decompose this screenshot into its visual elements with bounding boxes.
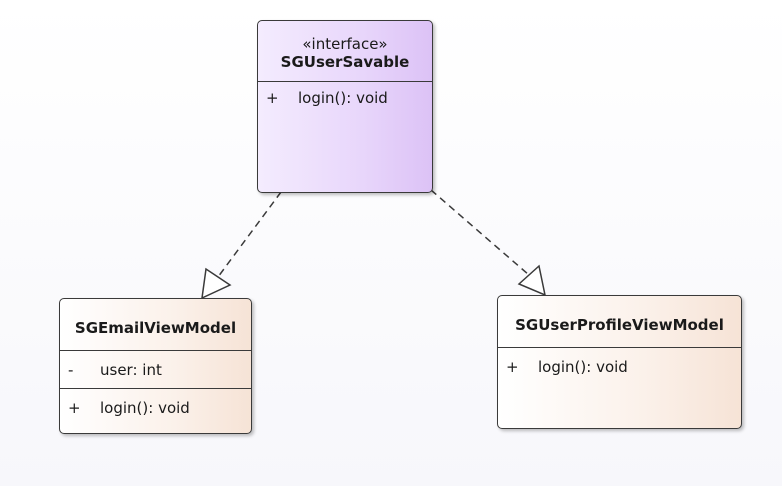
class-header: SGUserProfileViewModel <box>498 296 741 348</box>
operation-signature: login(): void <box>298 89 388 107</box>
class-attribute-user: - user: int <box>68 360 251 380</box>
realization-arrowhead-profile <box>517 264 547 297</box>
realization-line-profile <box>430 189 530 276</box>
operation-visibility: + <box>266 89 279 107</box>
class-operation-login: + login(): void <box>68 398 251 418</box>
operation-visibility: + <box>506 358 519 376</box>
interface-box-sgusersavable[interactable]: «interface» SGUserSavable + login(): voi… <box>257 20 433 193</box>
class-operation-login: + login(): void <box>506 357 741 377</box>
class-attributes-compartment: - user: int <box>60 351 251 388</box>
operation-signature: login(): void <box>100 399 190 417</box>
interface-operation-login: + login(): void <box>266 88 432 108</box>
realization-line-email <box>217 191 282 278</box>
class-header: SGEmailViewModel <box>60 299 251 351</box>
interface-stereotype: «interface» <box>302 35 388 53</box>
class-operations-compartment: + login(): void <box>498 348 741 385</box>
interface-header: «interface» SGUserSavable <box>258 21 432 82</box>
interface-operations-compartment: + login(): void <box>258 82 432 114</box>
attribute-visibility: - <box>68 361 74 379</box>
interface-name: SGUserSavable <box>280 53 410 71</box>
class-operations-compartment: + login(): void <box>60 388 251 426</box>
class-name: SGEmailViewModel <box>74 319 237 337</box>
class-name: SGUserProfileViewModel <box>515 316 724 334</box>
operation-signature: login(): void <box>538 358 628 376</box>
operation-visibility: + <box>68 399 81 417</box>
class-box-sguserprofileviewmodel[interactable]: SGUserProfileViewModel + login(): void <box>497 295 742 429</box>
class-box-sgemailviewmodel[interactable]: SGEmailViewModel - user: int + login(): … <box>59 298 252 434</box>
attribute-signature: user: int <box>100 361 162 379</box>
realization-arrowhead-email <box>201 267 232 300</box>
